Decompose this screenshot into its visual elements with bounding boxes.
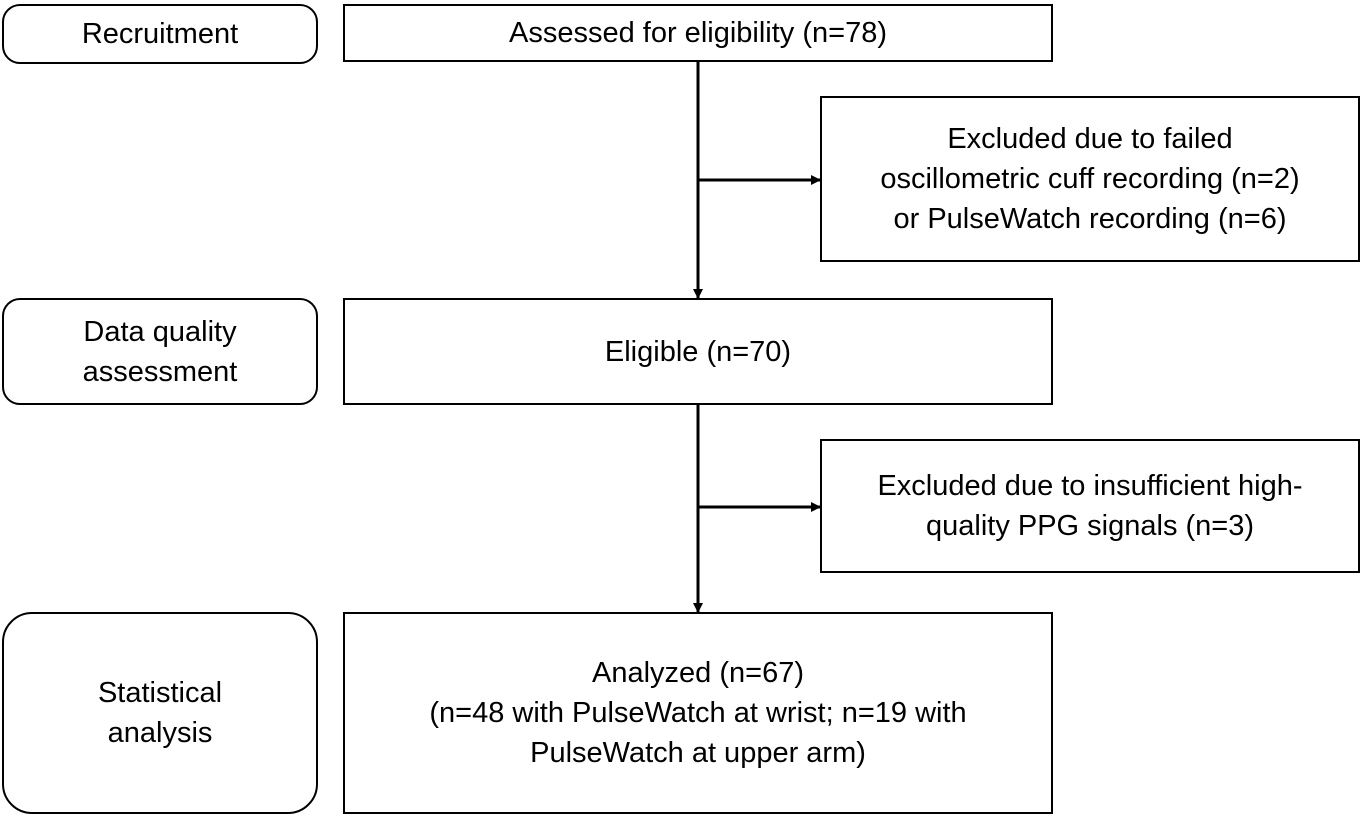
analyzed-text-line2: (n=48 with PulseWatch at wrist; n=19 wit… — [429, 697, 967, 729]
excluded-box-1: Excluded due to failed oscillometric cuf… — [820, 96, 1360, 262]
eligible-box: Eligible (n=70) — [343, 298, 1053, 405]
stage-data-quality: Data quality assessment — [2, 298, 318, 405]
stage-statistical-label-line1: Statistical — [97, 677, 223, 709]
excluded-2-line1: Excluded due to insufficient high- — [877, 470, 1303, 502]
analyzed-text-line3: PulseWatch at upper arm) — [530, 737, 866, 769]
excluded-1-line1: Excluded due to failed — [947, 123, 1233, 155]
assessed-box: Assessed for eligibility (n=78) — [343, 4, 1053, 62]
excluded-1-line2: oscillometric cuff recording (n=2) — [880, 163, 1300, 195]
stage-data-quality-label-line1: Data quality — [83, 315, 237, 348]
excluded-box-2: Excluded due to insufficient high- quali… — [820, 439, 1360, 573]
eligible-text: Eligible (n=70) — [604, 335, 792, 368]
analyzed-text-line1: Analyzed (n=67) — [592, 657, 804, 689]
stage-data-quality-label-line2: assessment — [82, 355, 238, 388]
excluded-2-line2: quality PPG signals (n=3) — [925, 510, 1255, 542]
analyzed-box: Analyzed (n=67) (n=48 with PulseWatch at… — [343, 612, 1053, 814]
stage-recruitment-label: Recruitment — [81, 18, 239, 50]
assessed-text: Assessed for eligibility (n=78) — [509, 17, 887, 49]
stage-recruitment: Recruitment — [2, 4, 318, 64]
stage-statistical-analysis: Statistical analysis — [2, 612, 318, 814]
stage-statistical-label-line2: analysis — [107, 717, 213, 749]
excluded-1-line3: or PulseWatch recording (n=6) — [893, 203, 1287, 235]
